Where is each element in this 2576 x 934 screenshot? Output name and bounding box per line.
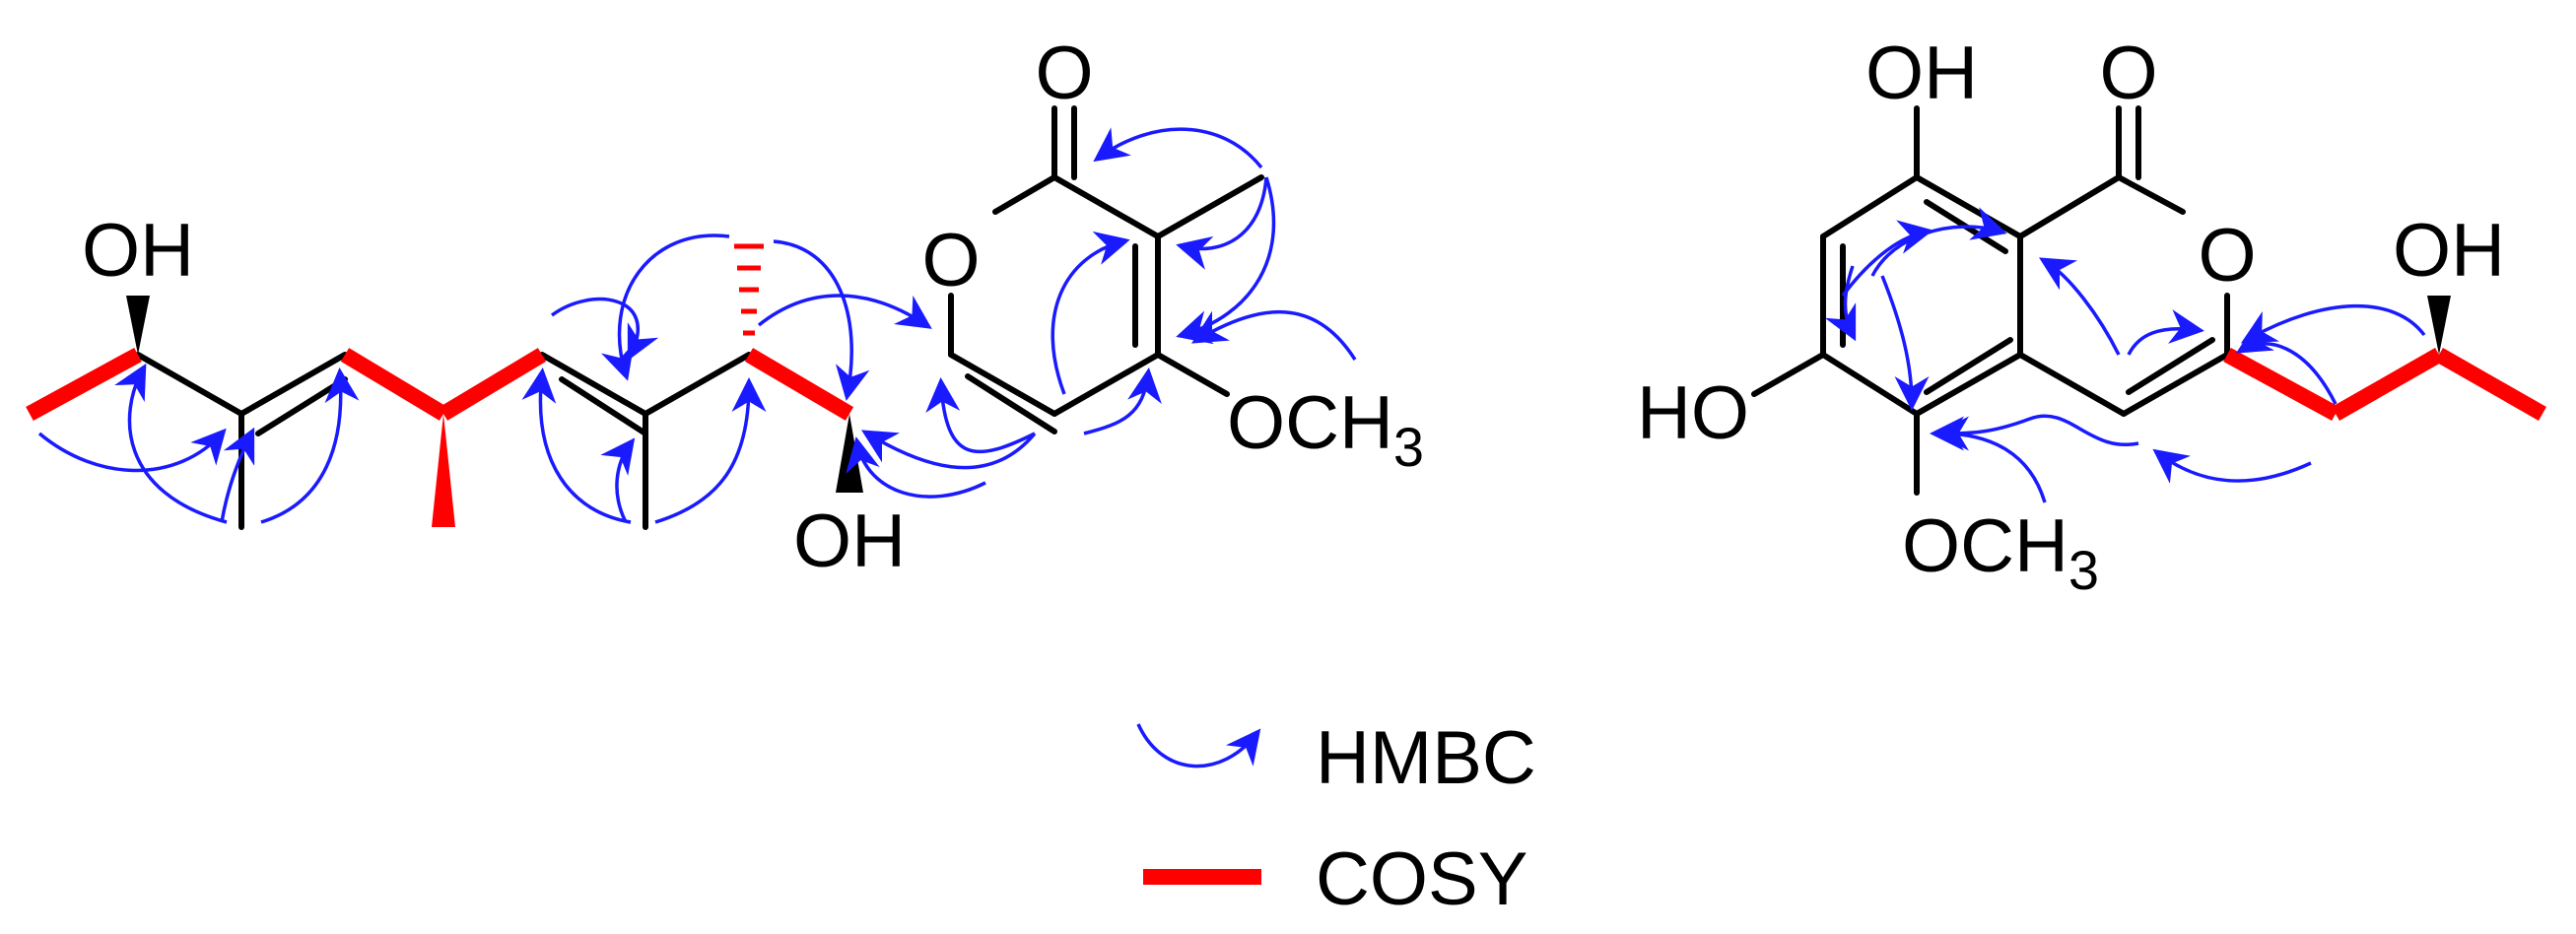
right-oh-chain-label: OH: [2393, 209, 2505, 293]
right-skeleton-bonds: [1751, 105, 2451, 496]
right-atom-labels: OH HO O O OH OCH3: [1637, 32, 2505, 601]
left-oh-bottom-label: OH: [793, 500, 906, 583]
left-oh-top-label: OH: [82, 209, 194, 293]
left-molecule: OH OH O O OCH3: [26, 32, 1424, 583]
legend: HMBC COSY: [1136, 716, 1536, 921]
left-ring-o-label: O: [921, 219, 980, 302]
left-hmbc-arrows: [37, 127, 1357, 524]
left-cosy-bonds: [26, 243, 854, 527]
legend-hmbc-arrow-icon: [1136, 723, 1261, 768]
left-methoxy-label: OCH3: [1227, 381, 1424, 478]
legend-cosy-label: COSY: [1316, 837, 1527, 921]
legend-hmbc-label: HMBC: [1316, 716, 1536, 800]
right-ring-o-label: O: [2198, 214, 2256, 298]
right-molecule: OH HO O O OH OCH3: [1637, 32, 2546, 601]
right-methoxy-label: OCH3: [1902, 504, 2099, 601]
left-atom-labels: OH OH O O OCH3: [82, 32, 1424, 583]
right-hmbc-arrows: [1824, 207, 2426, 503]
right-carbonyl-o-label: O: [2099, 32, 2157, 115]
left-skeleton-bonds: [126, 105, 1264, 530]
left-carbonyl-o-label: O: [1035, 32, 1093, 115]
right-oh-left-label: HO: [1637, 371, 1749, 455]
right-cosy-bonds: [2223, 347, 2546, 422]
right-oh-top-label: OH: [1865, 32, 1978, 115]
